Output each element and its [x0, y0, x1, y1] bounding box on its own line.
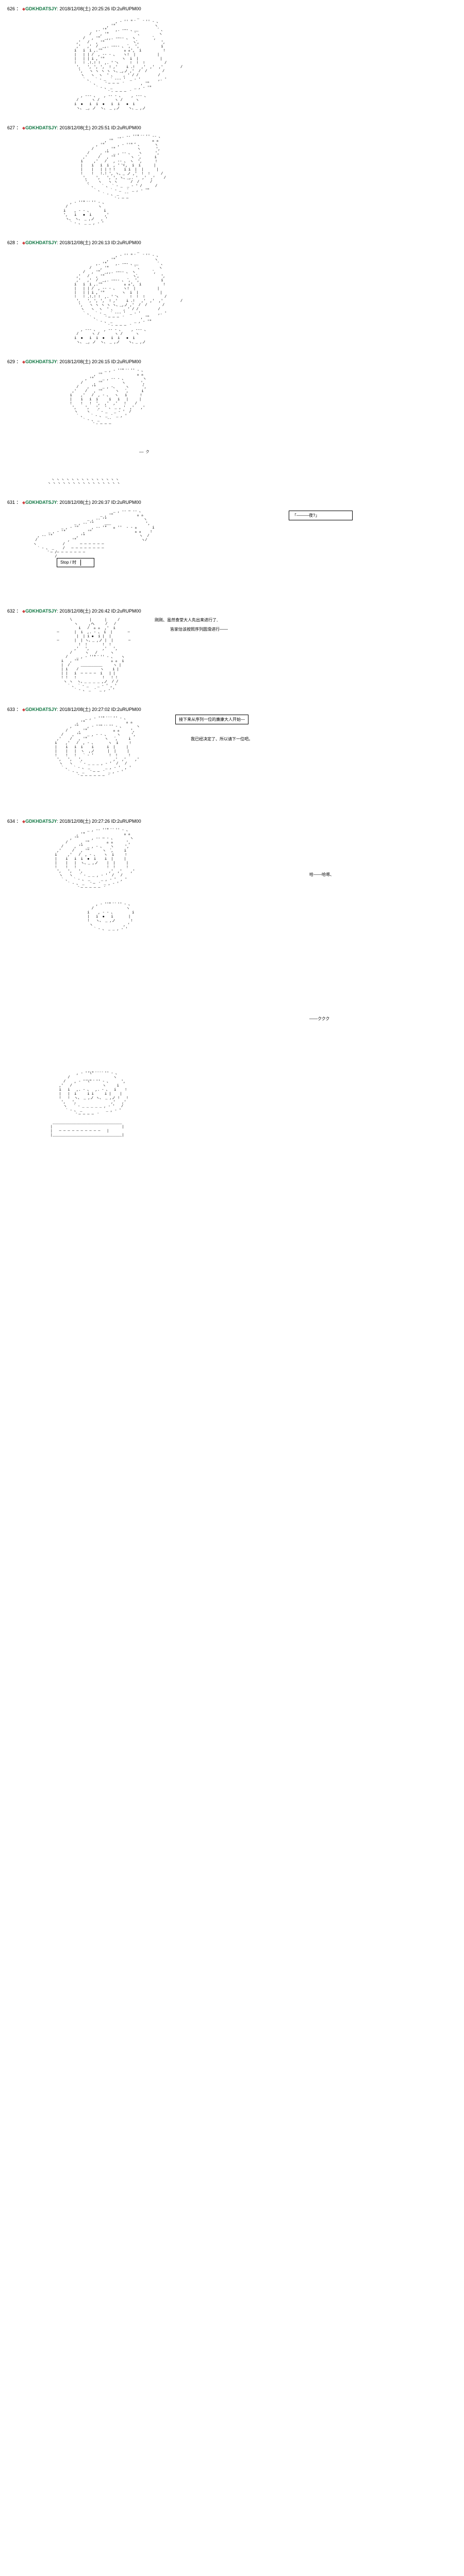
spacer: [0, 692, 464, 706]
ascii-art: _ , ‐ ''" ̄ ̄ '' ‐ 、 , '" ゙ 、 , '" _ , -…: [70, 369, 147, 427]
spacer: [0, 454, 464, 478]
post-sep: ：: [15, 707, 23, 712]
post-header: 634 ： ◆GDKHDATSJY: 2018/12/08(土) 20:27:2…: [0, 818, 464, 825]
speech-balloon-sequence: 接下来从序列一位的廉康大人开始―: [175, 715, 248, 724]
post-meta: : 2018/12/08(土) 20:27:26 ID:2uRUPM00: [57, 819, 141, 824]
post-meta: : 2018/12/08(土) 20:25:51 ID:2uRUPM00: [57, 125, 141, 130]
button-divider: [80, 560, 89, 566]
ascii-art: _,. -‐ ''" ̄ ̄ '' ‐- 、 , '" ゙ 、 , '" , ‐…: [63, 135, 166, 226]
stop-button-label: Stop / 时: [60, 560, 77, 565]
post-634: 634 ： ◆GDKHDATSJY: 2018/12/08(土) 20:27:2…: [0, 818, 464, 1045]
post-meta: : 2018/12/08(土) 20:26:13 ID:2uRUPM00: [57, 240, 141, 245]
post-number: 626: [7, 6, 15, 11]
post-sep: ：: [15, 240, 23, 245]
post-meta: : 2018/12/08(土) 20:25:26 ID:2uRUPM00: [57, 6, 141, 11]
stop-button[interactable]: Stop / 时: [57, 558, 94, 567]
heart-icon: ◆: [22, 241, 26, 245]
post-meta: : 2018/12/08(土) 20:26:42 ID:2uRUPM00: [57, 608, 141, 614]
ascii-art-trailing: , ‐ ''\" ̄ ̄ ̄ ̄ '' ‐ 、 / ヽ / , ‐ ''\" ̄…: [50, 1072, 129, 1138]
heart-icon: ◆: [22, 819, 26, 824]
post-body: _ , -‐ ─ ‐- 、 _ , '" ゙ 、 _ , -‐ '" ヽ _ ,…: [0, 506, 464, 571]
post-author[interactable]: GDKHDATSJY: [25, 608, 57, 614]
dialogue-laugh-2: ――ククク: [309, 1016, 330, 1021]
spacer: [0, 111, 464, 124]
post-body: _ , ‐ '' " ̄ ̄ '' ‐ 、 , '" ヽ ,. '" ,. -─…: [0, 13, 464, 111]
dialogue-laugh-1: 哈――哈嗯、: [309, 872, 334, 877]
post-sep: ：: [15, 359, 23, 364]
dialogue-line-2: 皆家估该按照序列圆滑进行――: [170, 627, 228, 632]
post-meta: : 2018/12/08(土) 20:27:02 ID:2uRUPM00: [57, 707, 141, 712]
post-header: 629 ： ◆GDKHDATSJY: 2018/12/08(土) 20:26:1…: [0, 358, 464, 366]
post-sep: ：: [15, 819, 23, 824]
post-sep: ：: [15, 125, 23, 130]
dialogue-line-1: 刚刚、虽然食堂大人先出来进行了,: [155, 618, 218, 622]
spacer: [0, 345, 464, 358]
spacer: [0, 1045, 464, 1069]
post-number: 634: [7, 819, 15, 824]
spacer: [0, 485, 464, 499]
post-body: _,. -‐ ''" ̄ ̄ '' ‐- 、 , '" ゙ 、 , '" , ‐…: [0, 132, 464, 226]
post-author[interactable]: GDKHDATSJY: [25, 125, 57, 130]
post-author[interactable]: GDKHDATSJY: [25, 359, 57, 364]
post-632: 632 ： ◆GDKHDATSJY: 2018/12/08(土) 20:26:4…: [0, 607, 464, 692]
post-number: 632: [7, 608, 15, 614]
post-author[interactable]: GDKHDATSJY: [25, 6, 57, 11]
heart-icon: ◆: [22, 609, 26, 614]
post-header: 632 ： ◆GDKHDATSJY: 2018/12/08(土) 20:26:4…: [0, 607, 464, 615]
post-body: _ , ‐ ''" ̄ ̄ '' ‐ 、 , '" ゙ 、 , '" _ , -…: [0, 366, 464, 485]
post-body: 哈――哈嗯、 _ , -‐ ''" ̄ ̄ '' ‐ 、 , '" ゙ 、 , …: [0, 825, 464, 1045]
post-body: 刚刚、虽然食堂大人先出来进行了, 皆家估该按照序列圆滑进行―― \ | | / …: [0, 615, 464, 692]
post-number: 627: [7, 125, 15, 130]
post-sep: ：: [15, 500, 23, 505]
post-body: , ‐ ''\" ̄ ̄ ̄ ̄ '' ‐ 、 / ヽ / , ‐ ''\" ̄…: [0, 1069, 464, 1138]
ascii-art: \ | | / ヽ ,ヘ / / i / ゙ 、 ,' i ─ | i ,. ‐…: [57, 618, 131, 692]
post-meta: : 2018/12/08(土) 20:26:15 ID:2uRUPM00: [57, 359, 141, 364]
post-header: 626 ： ◆GDKHDATSJY: 2018/12/08(土) 20:25:2…: [0, 5, 464, 13]
ascii-art: _ , ‐ '' " ̄ ̄ '' ‐ 、 , '" ヽ ,. '" ,. -─…: [74, 16, 183, 111]
heart-icon: ◆: [22, 126, 26, 130]
heart-icon: ◆: [22, 500, 26, 505]
post-author[interactable]: GDKHDATSJY: [25, 819, 57, 824]
ascii-art: _ , ‐ ''" ̄ ̄ ̄ '' ‐ 、 , '" ゙ 、 , '" , ‐…: [55, 717, 140, 778]
ascii-art: _ , -‐ ''" ̄ ̄ '' ‐ 、 , '" ゙ 、 , '" , -‐…: [55, 828, 135, 931]
dialogue-line-next: 我已经决定了、所以请下一位吧。: [191, 737, 253, 741]
post-header: 627 ： ◆GDKHDATSJY: 2018/12/08(土) 20:25:5…: [0, 124, 464, 132]
post-627: 627 ： ◆GDKHDATSJY: 2018/12/08(土) 20:25:5…: [0, 124, 464, 226]
heart-icon: ◆: [22, 360, 26, 364]
ascii-art: _ , ‐ '' " ̄ ̄ '' ‐ 、 , '" ヽ ,. '" ,. -─…: [74, 250, 183, 345]
post-body: 接下来从序列一位的廉康大人开始― 我已经决定了、所以请下一位吧。 _ , ‐ '…: [0, 714, 464, 804]
post-meta: : 2018/12/08(土) 20:26:37 ID:2uRUPM00: [57, 500, 141, 505]
ascii-art-extra2: ヽ ヽ ヽ ヽ ヽ ヽ ヽ ヽ ヽ ヽ ヽ ヽ ヽ ヽ ヽ ヽ ヽ ヽ ヽ ヽ …: [47, 478, 120, 485]
post-number: 629: [7, 359, 15, 364]
ascii-art-extra: ―― ク: [31, 450, 150, 454]
post-626: 626 ： ◆GDKHDATSJY: 2018/12/08(土) 20:25:2…: [0, 5, 464, 111]
spacer: [0, 804, 464, 818]
post-body: _ , ‐ '' " ̄ ̄ '' ‐ 、 , '" ヽ ,. '" ,. -─…: [0, 247, 464, 345]
post-number: 631: [7, 500, 15, 505]
post-number: 628: [7, 240, 15, 245]
thread-page: 626 ： ◆GDKHDATSJY: 2018/12/08(土) 20:25:2…: [0, 0, 464, 1138]
post-sep: ：: [15, 6, 23, 11]
post-631: 631 ： ◆GDKHDATSJY: 2018/12/08(土) 20:26:3…: [0, 499, 464, 571]
spacer: [0, 226, 464, 239]
spacer: [0, 427, 464, 450]
post-sep: ：: [15, 608, 23, 614]
post-author[interactable]: GDKHDATSJY: [25, 500, 57, 505]
post-header: 633 ： ◆GDKHDATSJY: 2018/12/08(土) 20:27:0…: [0, 706, 464, 714]
spacer: [0, 571, 464, 607]
ascii-art: _ , -‐ ─ ‐- 、 _ , '" ゙ 、 _ , -‐ '" ヽ _ ,…: [33, 510, 155, 559]
post-header: 631 ： ◆GDKHDATSJY: 2018/12/08(土) 20:26:3…: [0, 499, 464, 506]
heart-icon: ◆: [22, 7, 26, 11]
heart-icon: ◆: [22, 707, 26, 712]
post-629: 629 ： ◆GDKHDATSJY: 2018/12/08(土) 20:26:1…: [0, 358, 464, 485]
post-trailing-art: , ‐ ''\" ̄ ̄ ̄ ̄ '' ‐ 、 / ヽ / , ‐ ''\" ̄…: [0, 1069, 464, 1138]
post-header: 628 ： ◆GDKHDATSJY: 2018/12/08(土) 20:26:1…: [0, 239, 464, 247]
post-author[interactable]: GDKHDATSJY: [25, 240, 57, 245]
post-author[interactable]: GDKHDATSJY: [25, 707, 57, 712]
post-628: 628 ： ◆GDKHDATSJY: 2018/12/08(土) 20:26:1…: [0, 239, 464, 345]
speech-balloon-night: 「―――夜?」: [289, 511, 353, 520]
post-number: 633: [7, 707, 15, 712]
post-633: 633 ： ◆GDKHDATSJY: 2018/12/08(土) 20:27:0…: [0, 706, 464, 804]
